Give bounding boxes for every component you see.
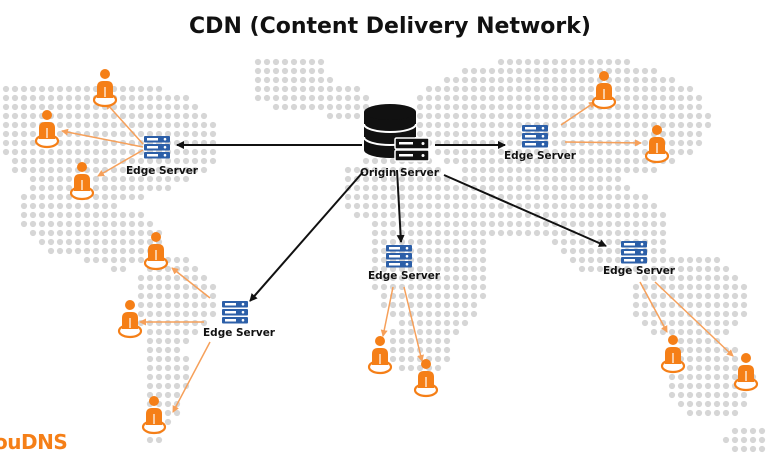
edge-user-arrow-9 <box>171 267 211 299</box>
edge-user-arrow-8 <box>654 281 734 357</box>
user-icon-9 <box>413 359 439 398</box>
edge-user-arrow-4 <box>564 139 642 147</box>
user-icon-6 <box>117 300 143 339</box>
origin-to-edge-links <box>176 141 607 302</box>
edge-user-arrow-11 <box>172 341 211 413</box>
users <box>34 69 759 435</box>
user-icon-0 <box>92 69 118 108</box>
brand-logo: ouDNS <box>0 430 68 454</box>
edge-server-icon-center <box>386 245 412 268</box>
edge-user-arrow-2 <box>97 149 144 177</box>
origin-edge-arrow-4 <box>249 171 364 302</box>
user-icon-10 <box>660 335 686 374</box>
user-icon-5 <box>143 232 169 271</box>
edge-user-arrow-3 <box>560 101 596 126</box>
edge-server-label-southwest: Edge Server <box>203 327 275 339</box>
edge-server-icon-southwest <box>222 301 248 324</box>
user-icon-4 <box>644 125 670 164</box>
user-icon-7 <box>141 396 167 435</box>
edge-user-arrow-0 <box>105 102 144 145</box>
servers <box>144 104 647 324</box>
edge-server-label-center: Edge Server <box>368 270 440 282</box>
origin-edge-arrow-2 <box>396 169 405 243</box>
user-icon-2 <box>69 162 95 201</box>
edge-to-user-links <box>61 101 734 413</box>
origin-server-label: Origin Server <box>360 167 439 179</box>
user-icon-3 <box>591 71 617 110</box>
edge-server-label-northeast: Edge Server <box>504 150 576 162</box>
origin-edge-arrow-3 <box>443 174 607 247</box>
user-icon-11 <box>733 353 759 392</box>
edge-server-label-east: Edge Server <box>603 265 675 277</box>
edge-user-arrow-1 <box>61 128 144 148</box>
edge-server-label-northwest: Edge Server <box>126 165 198 177</box>
edge-user-arrow-6 <box>403 286 424 362</box>
edge-user-arrow-7 <box>639 281 668 333</box>
diagram-title: CDN (Content Delivery Network) <box>189 14 591 39</box>
edge-server-icon-northwest <box>144 136 170 159</box>
edge-user-arrow-5 <box>380 286 394 337</box>
user-icon-1 <box>34 110 60 149</box>
edge-server-icon-northeast <box>522 125 548 148</box>
world-map-dots <box>2 58 766 453</box>
edge-server-icon-east <box>621 241 647 264</box>
origin-server-icon <box>363 104 430 162</box>
user-icon-8 <box>367 336 393 375</box>
